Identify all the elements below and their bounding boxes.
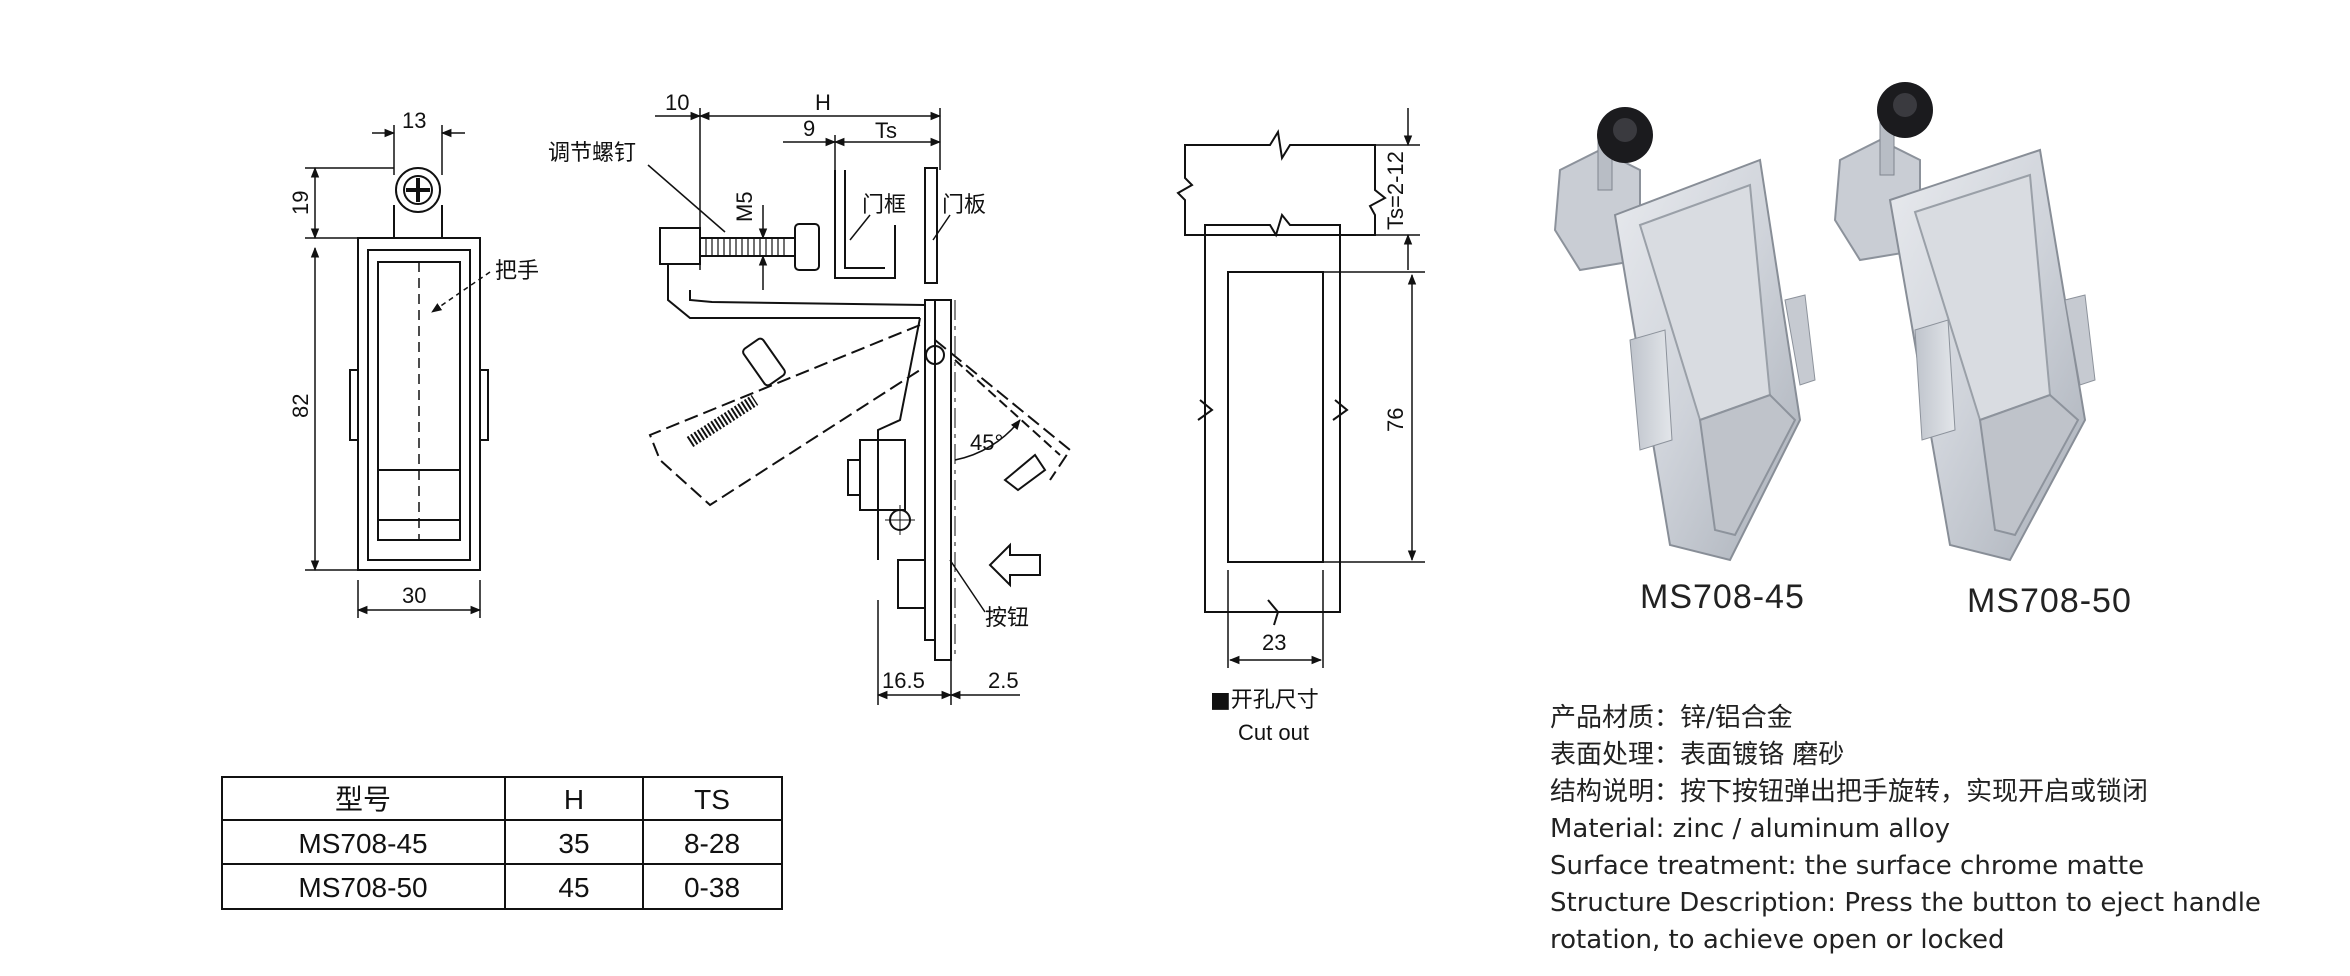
side-dim-H: H	[815, 90, 831, 115]
product-photo-ms708-45	[1553, 107, 1816, 562]
cutout-dim-76: 76	[1383, 408, 1408, 432]
front-dim-19: 19	[288, 191, 313, 215]
cutout-dim-ts: Ts=2-12	[1383, 151, 1408, 230]
table-cell-TS-1: 8-28	[684, 828, 740, 859]
front-view	[305, 125, 491, 618]
table-cell-H-2: 45	[558, 872, 589, 903]
front-dim-13: 13	[402, 108, 426, 133]
description-line-3: 结构说明：按下按钮弹出把手旋转，实现开启或锁闭	[1550, 777, 2148, 807]
description-line-5: Surface treatment: the surface chrome ma…	[1550, 851, 2144, 881]
table-header-TS: TS	[694, 784, 730, 815]
adjust-screw-label: 调节螺钉	[548, 141, 636, 166]
side-dim-16-5: 16.5	[882, 668, 925, 693]
table-cell-H-1: 35	[558, 828, 589, 859]
description-line-1: 产品材质：锌/铝合金	[1550, 703, 1793, 733]
side-dim-2-5: 2.5	[988, 668, 1019, 693]
description-line-2: 表面处理：表面镀铬 磨砂	[1550, 740, 1844, 770]
side-view	[647, 108, 1072, 705]
side-dim-9: 9	[803, 116, 815, 141]
table-cell-model-2: MS708-50	[298, 872, 427, 903]
cutout-title-cn: ■开孔尺寸	[1210, 688, 1319, 713]
table-header-model: 型号	[335, 784, 391, 815]
cutout-title-en: Cut out	[1238, 720, 1309, 745]
door-frame-label: 门框	[862, 193, 906, 218]
table-header-H: H	[564, 784, 584, 815]
spec-table	[221, 776, 783, 910]
product-model-left: MS708-45	[1640, 578, 1805, 616]
side-dim-M5: M5	[732, 191, 757, 222]
table-cell-model-1: MS708-45	[298, 828, 427, 859]
description-line-6: Structure Description: Press the button …	[1550, 888, 2261, 918]
door-panel-label: 门板	[942, 193, 986, 218]
cutout-view	[1176, 108, 1425, 668]
front-dim-30: 30	[402, 583, 426, 608]
description-line-4: Material: zinc / aluminum alloy	[1550, 814, 1950, 844]
cutout-dim-23: 23	[1262, 630, 1286, 655]
adjust-knob-circle	[395, 167, 441, 213]
side-dim-Ts: Ts	[875, 118, 897, 143]
product-photo-ms708-50	[1833, 82, 2096, 562]
product-model-right: MS708-50	[1967, 582, 2132, 620]
side-dim-10: 10	[665, 90, 689, 115]
handle-label: 把手	[495, 259, 539, 284]
angle-label: 45°	[970, 430, 1003, 455]
front-dim-82: 82	[288, 394, 313, 418]
button-label: 按钮	[985, 606, 1029, 631]
table-cell-TS-2: 0-38	[684, 872, 740, 903]
description-line-7: rotation, to achieve open or locked	[1550, 925, 2005, 955]
